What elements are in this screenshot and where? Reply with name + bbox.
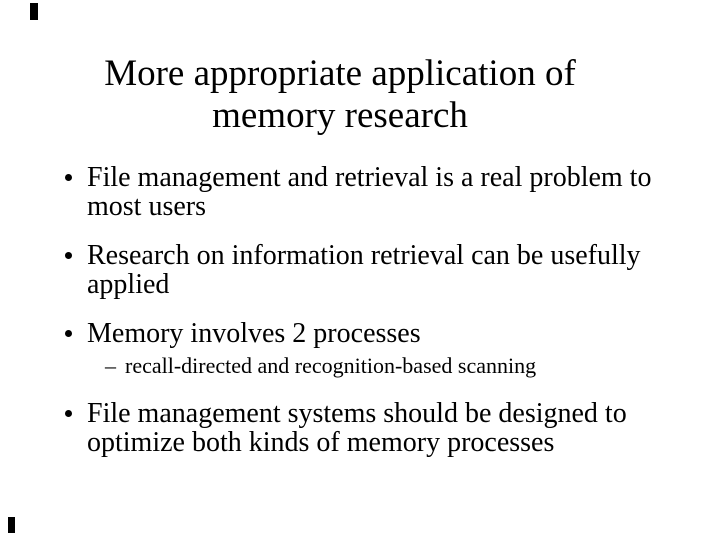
bullet-item-file-management-problem: File management and retrieval is a real … (65, 163, 670, 221)
dot-bullet-icon (65, 319, 87, 337)
bullet-item-optimize-both: File management systems should be design… (65, 399, 670, 457)
bullet-item-memory-processes: Memory involves 2 processes (65, 319, 670, 348)
dash-bullet-icon: – (105, 353, 116, 378)
bullet-text: Memory involves 2 processes (87, 318, 421, 349)
scan-artifact-mark-bottom-left (8, 517, 15, 533)
bullet-text: Research on information retrieval can be… (87, 240, 641, 300)
sub-bullet-item-recall-recognition: – recall-directed and recognition-based … (105, 354, 670, 377)
scan-artifact-mark-top-left (30, 3, 38, 20)
bullet-item-research-applied: Research on information retrieval can be… (65, 241, 670, 299)
dot-bullet-icon (65, 163, 87, 181)
bullet-list: File management and retrieval is a real … (65, 163, 670, 477)
dot-bullet-icon (65, 399, 87, 417)
bullet-text: File management and retrieval is a real … (87, 162, 652, 222)
slide-title: More appropriate application of memory r… (104, 53, 576, 136)
sub-bullet-text: recall-directed and recognition-based sc… (125, 353, 537, 378)
bullet-text: File management systems should be design… (87, 398, 627, 458)
dot-bullet-icon (65, 241, 87, 259)
